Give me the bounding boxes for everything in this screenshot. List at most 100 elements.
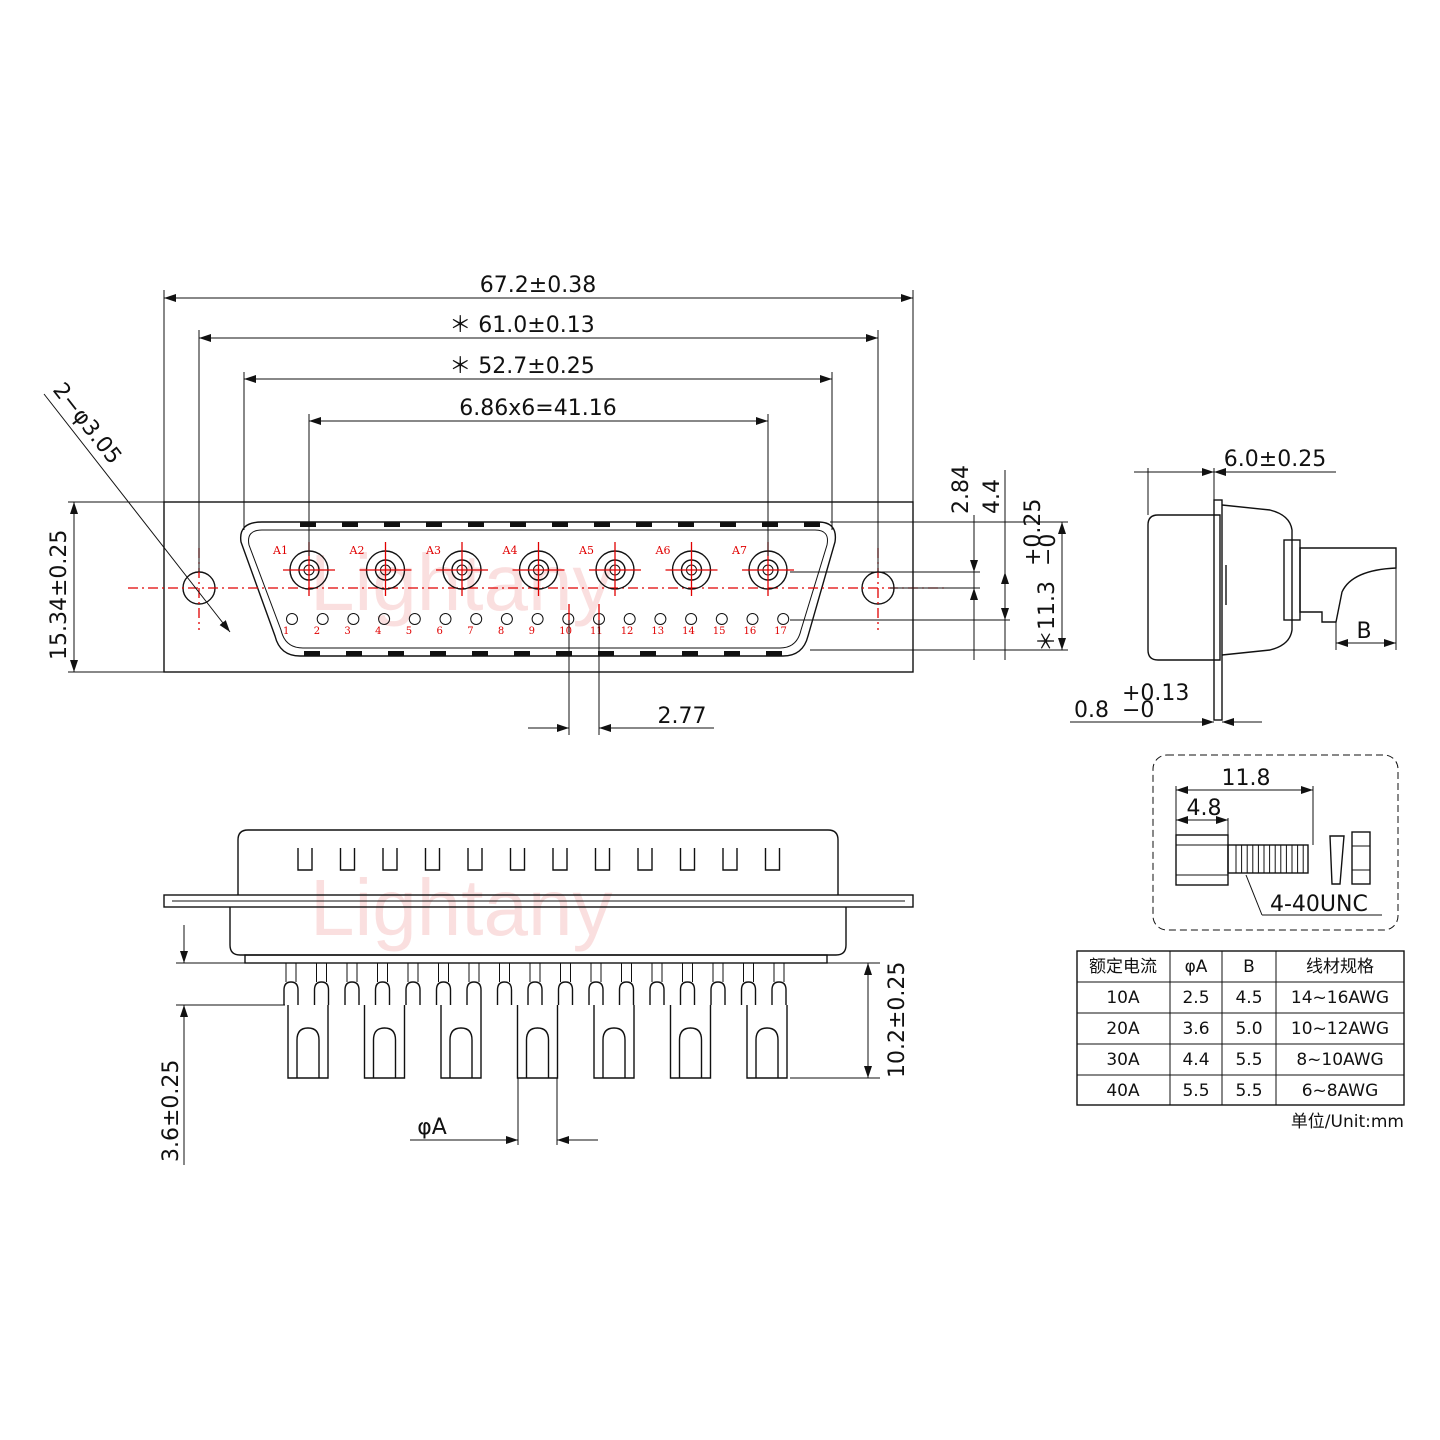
small-contact bbox=[470, 613, 483, 625]
small-pin-tail bbox=[771, 981, 787, 1005]
small-pin-tail bbox=[618, 981, 635, 1005]
dim-b: B bbox=[1356, 619, 1371, 644]
dim-offset-a: 2.84 bbox=[949, 465, 974, 514]
side-terminal bbox=[1299, 547, 1397, 623]
large-pin-body bbox=[440, 1005, 482, 1079]
shell-slot bbox=[509, 848, 526, 871]
small-contact bbox=[715, 613, 728, 625]
bottom-flange bbox=[163, 894, 914, 908]
notch bbox=[346, 651, 362, 656]
notch bbox=[766, 651, 782, 656]
notch bbox=[720, 522, 736, 527]
small-contact-label: 3 bbox=[344, 626, 350, 637]
small-pin-tail bbox=[496, 981, 513, 1005]
small-pin-tail bbox=[466, 981, 482, 1005]
notch bbox=[514, 651, 530, 656]
small-contact-label: 13 bbox=[651, 626, 664, 637]
small-contact bbox=[500, 613, 513, 625]
small-contact bbox=[531, 613, 544, 625]
notch bbox=[556, 651, 572, 656]
table-header-cell: B bbox=[1243, 957, 1255, 977]
small-contact-label: 12 bbox=[621, 626, 634, 637]
large-pin-cup bbox=[525, 1027, 550, 1078]
small-contact-label: 14 bbox=[682, 626, 695, 637]
small-pin-tail bbox=[557, 981, 574, 1005]
notch bbox=[594, 522, 610, 527]
notch bbox=[300, 522, 316, 527]
small-pin-tail bbox=[649, 981, 665, 1005]
large-contact-label: A6 bbox=[655, 544, 671, 557]
mounting-flange bbox=[163, 501, 914, 673]
small-contact bbox=[408, 613, 421, 625]
notch bbox=[640, 651, 656, 656]
dim-screw-length: 11.8 bbox=[1222, 766, 1271, 791]
d-shell-inner bbox=[248, 529, 828, 649]
table-cell: 5.5 bbox=[1182, 1081, 1209, 1101]
small-contact bbox=[685, 613, 698, 625]
small-contact-label: 10 bbox=[559, 626, 572, 637]
leader-hole bbox=[43, 393, 231, 633]
dim-pitch-small: 2.77 bbox=[658, 704, 707, 729]
small-pin-tail bbox=[588, 981, 604, 1005]
large-pin-cup bbox=[449, 1027, 473, 1078]
shell-slot bbox=[637, 848, 653, 871]
table-cell: 6~8AWG bbox=[1302, 1081, 1379, 1101]
large-contact-label: A7 bbox=[731, 544, 747, 557]
notch bbox=[762, 522, 778, 527]
dim-thread: 4-40UNC bbox=[1270, 892, 1368, 917]
dim-inner-tol-upper: +0.25 bbox=[1021, 499, 1046, 566]
table-cell: 30A bbox=[1106, 1050, 1140, 1070]
small-contact bbox=[378, 613, 391, 625]
shell-slot bbox=[467, 848, 483, 871]
lock-washer bbox=[1329, 835, 1345, 885]
small-contact-label: 7 bbox=[467, 626, 473, 637]
small-pin-tail bbox=[313, 981, 330, 1005]
dim-shell: ＊ 52.7±0.25 bbox=[449, 354, 594, 379]
bottom-shell-top bbox=[237, 829, 839, 895]
shell-slot bbox=[594, 848, 611, 871]
dim-hole-diameter: 2−φ3.05 bbox=[47, 378, 126, 469]
thread-lines bbox=[1235, 845, 1304, 873]
dim-overall: 67.2±0.38 bbox=[480, 273, 596, 298]
large-contact-label: A3 bbox=[425, 544, 441, 557]
dim-screw-head: 4.8 bbox=[1187, 796, 1222, 821]
notch bbox=[472, 651, 488, 656]
dim-flange: 0.8 bbox=[1074, 698, 1109, 723]
shell-slot bbox=[297, 848, 313, 871]
small-pin-tail bbox=[679, 981, 696, 1005]
small-contact-label: 16 bbox=[744, 626, 757, 637]
notch bbox=[510, 522, 526, 527]
front-dimensions: 67.2±0.38 ＊ 61.0±0.13 ＊ 52.7±0.25 6.86x6… bbox=[43, 273, 1068, 735]
dim-height: 15.34±0.25 bbox=[47, 530, 72, 660]
side-body bbox=[1221, 504, 1293, 656]
table-cell: 40A bbox=[1106, 1081, 1140, 1101]
table-cell: 5.0 bbox=[1235, 1019, 1262, 1039]
side-flange bbox=[1213, 499, 1223, 721]
shell-slot bbox=[764, 848, 781, 871]
small-contact-label: 15 bbox=[713, 626, 726, 637]
notch bbox=[636, 522, 652, 527]
small-contact-label: 11 bbox=[590, 626, 603, 637]
small-contact bbox=[286, 613, 298, 625]
large-pin-cup bbox=[602, 1027, 626, 1078]
small-contact-label: 2 bbox=[314, 626, 320, 637]
screw-detail: 11.8 4.8 4-40UNC bbox=[1152, 754, 1399, 931]
bottom-view: 10.2±0.25 3.6±0.25 φA bbox=[159, 829, 914, 1165]
screw-detail-frame bbox=[1152, 754, 1399, 931]
unit-note: 单位/Unit:mm bbox=[1291, 1112, 1404, 1132]
shell-notches bbox=[300, 522, 820, 656]
notch bbox=[552, 522, 568, 527]
table-header-cell: φA bbox=[1185, 957, 1208, 977]
dim-pitch-large: 6.86x6=41.16 bbox=[459, 396, 616, 421]
shell-slot bbox=[722, 848, 738, 871]
small-contact-label: 8 bbox=[498, 626, 504, 637]
small-pin-tail bbox=[344, 981, 360, 1005]
large-pin-body bbox=[593, 1005, 635, 1079]
small-contact-label: 1 bbox=[283, 626, 289, 637]
small-pin-tail bbox=[283, 981, 299, 1005]
bottom-insulator bbox=[244, 954, 828, 964]
leader-thread bbox=[1245, 874, 1263, 916]
small-contact bbox=[562, 613, 575, 625]
small-pin-tail bbox=[405, 981, 421, 1005]
